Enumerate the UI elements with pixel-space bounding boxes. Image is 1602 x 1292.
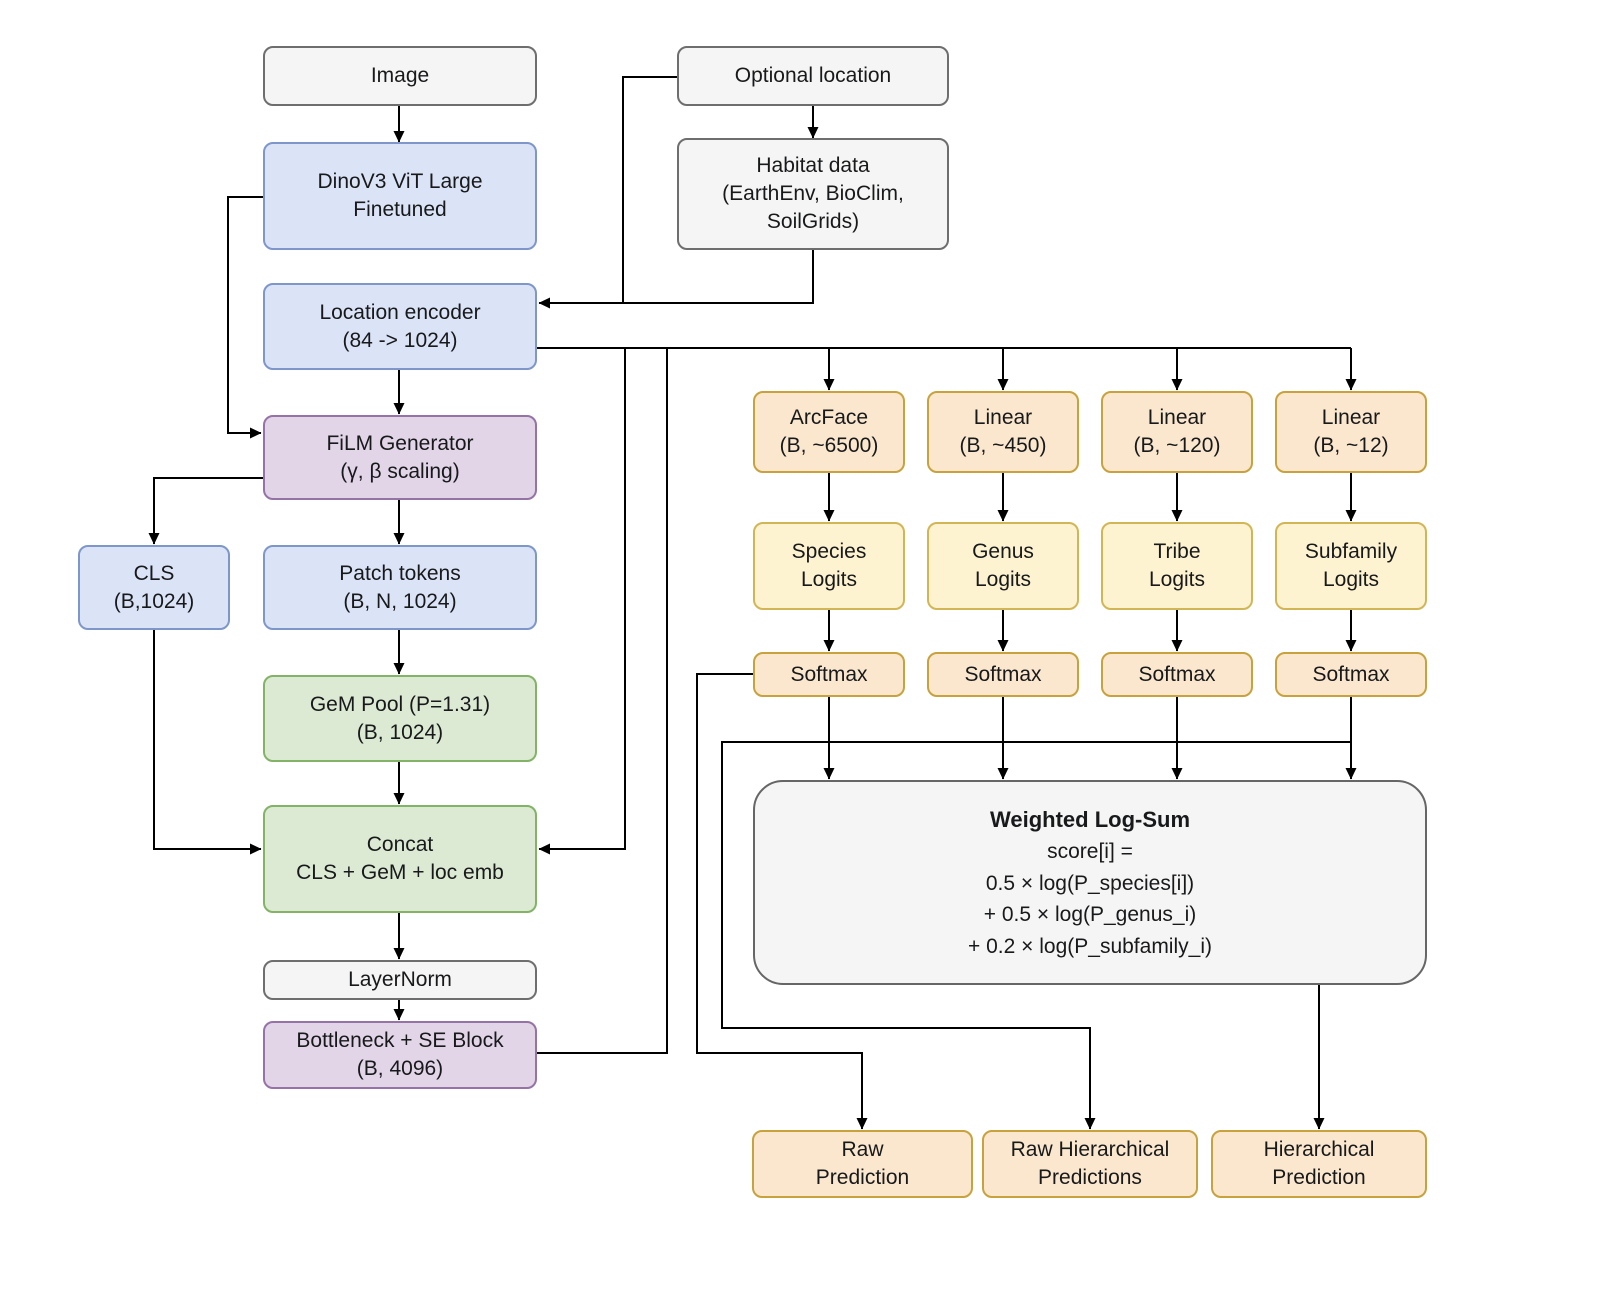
node-weighted-line: score[i] = <box>1047 840 1133 863</box>
node-softmax-species: Softmax <box>753 652 905 697</box>
node-bottleneck-line: (B, 4096) <box>356 1057 444 1080</box>
node-weighted-log-sum: Weighted Log-Sum score[i] = 0.5 × log(P_… <box>753 780 1427 985</box>
node-tribe-head-line: Linear <box>1147 406 1207 430</box>
node-raw-hierarchical-predictions: Raw Hierarchical Predictions <box>982 1130 1198 1198</box>
node-genus-head-line: Linear <box>973 406 1033 430</box>
node-subfamily-head: Linear (B, ~12) <box>1275 391 1427 473</box>
node-species-logits-line: Logits <box>800 568 858 591</box>
node-layernorm: LayerNorm <box>263 960 537 1000</box>
node-location-encoder-line: (84 -> 1024) <box>342 328 458 352</box>
node-location-encoder: Location encoder (84 -> 1024) <box>263 283 537 370</box>
node-location-encoder-line: Location encoder <box>319 300 481 324</box>
edge-softmax-rawprediction <box>696 673 868 1130</box>
node-cls-line: (B,1024) <box>113 589 195 613</box>
node-genus-logits: Genus Logits <box>927 522 1079 610</box>
node-subfamily-logits: Subfamily Logits <box>1275 522 1427 610</box>
node-film-generator: FiLM Generator (γ, β scaling) <box>263 415 537 500</box>
node-softmax-label: Softmax <box>1138 662 1216 686</box>
edge-cls-concat <box>153 630 262 855</box>
node-dinov3-line: DinoV3 ViT Large <box>317 170 483 194</box>
node-weighted-title: Weighted Log-Sum <box>989 807 1191 832</box>
node-optional-location: Optional location <box>677 46 949 106</box>
node-arcface-line: ArcFace <box>789 406 869 430</box>
node-gem-pool: GeM Pool (P=1.31) (B, 1024) <box>263 675 537 762</box>
node-cls: CLS (B,1024) <box>78 545 230 630</box>
node-softmax-label: Softmax <box>790 662 868 686</box>
edge-optional-join <box>622 76 677 303</box>
node-habitat-line: SoilGrids) <box>766 209 860 233</box>
node-weighted-line: + 0.2 × log(P_subfamily_i) <box>968 934 1212 958</box>
node-dinov3: DinoV3 ViT Large Finetuned <box>263 142 537 250</box>
node-tribe-logits: Tribe Logits <box>1101 522 1253 610</box>
edge-bottleneck-riser <box>537 348 668 1054</box>
node-arcface-line: (B, ~6500) <box>779 434 879 457</box>
node-image-label: Image <box>370 64 430 88</box>
node-softmax-genus: Softmax <box>927 652 1079 697</box>
node-optional-location-label: Optional location <box>734 64 892 88</box>
node-hierarchical-prediction: Hierarchical Prediction <box>1211 1130 1427 1198</box>
node-film-line: (γ, β scaling) <box>340 459 460 483</box>
node-weighted-line: + 0.5 × log(P_genus_i) <box>983 903 1197 926</box>
node-tribe-logits-line: Logits <box>1148 568 1206 591</box>
edge-locemb-concat <box>538 348 626 855</box>
node-habitat-line: Habitat data <box>756 154 870 178</box>
node-concat-line: CLS + GeM + loc emb <box>296 861 504 884</box>
node-species-logits: Species Logits <box>753 522 905 610</box>
edge-habitat-locencoder <box>538 250 814 309</box>
node-tribe-head: Linear (B, ~120) <box>1101 391 1253 473</box>
node-film-line: FiLM Generator <box>326 431 474 455</box>
node-genus-logits-line: Logits <box>974 568 1032 591</box>
node-genus-head-line: (B, ~450) <box>959 434 1047 457</box>
node-raw-hierarchical-line: Raw Hierarchical <box>1010 1138 1170 1162</box>
edge-softmax-rawhierarchical <box>721 741 1351 1130</box>
node-raw-prediction-line: Prediction <box>815 1166 910 1189</box>
node-weighted-line: 0.5 × log(P_species[i]) <box>985 871 1195 895</box>
node-subfamily-logits-line: Subfamily <box>1304 540 1398 564</box>
node-raw-hierarchical-line: Predictions <box>1038 1166 1142 1189</box>
node-layernorm-label: LayerNorm <box>348 968 452 992</box>
node-habitat-data: Habitat data (EarthEnv, BioClim, SoilGri… <box>677 138 949 250</box>
node-image: Image <box>263 46 537 106</box>
node-patch-tokens-line: Patch tokens <box>339 561 461 585</box>
node-gem-line: GeM Pool (P=1.31) <box>309 692 491 716</box>
node-patch-tokens: Patch tokens (B, N, 1024) <box>263 545 537 630</box>
edge-dino-film <box>227 196 263 439</box>
node-bottleneck: Bottleneck + SE Block (B, 4096) <box>263 1021 537 1089</box>
node-habitat-line: (EarthEnv, BioClim, <box>722 182 904 206</box>
node-arcface-head: ArcFace (B, ~6500) <box>753 391 905 473</box>
node-cls-line: CLS <box>133 561 175 585</box>
node-tribe-logits-line: Tribe <box>1153 540 1201 564</box>
node-tribe-head-line: (B, ~120) <box>1133 434 1221 457</box>
node-softmax-subfamily: Softmax <box>1275 652 1427 697</box>
node-dinov3-line: Finetuned <box>353 198 447 221</box>
node-subfamily-logits-line: Logits <box>1322 568 1380 591</box>
node-genus-head: Linear (B, ~450) <box>927 391 1079 473</box>
node-hierarchical-line: Prediction <box>1272 1166 1366 1189</box>
node-softmax-label: Softmax <box>964 662 1042 686</box>
node-raw-prediction-line: Raw <box>841 1138 884 1162</box>
node-softmax-label: Softmax <box>1312 662 1390 686</box>
node-hierarchical-line: Hierarchical <box>1263 1138 1375 1162</box>
node-subfamily-head-line: (B, ~12) <box>1313 434 1389 457</box>
node-subfamily-head-line: Linear <box>1321 406 1381 430</box>
node-concat-line: Concat <box>366 833 434 857</box>
node-patch-tokens-line: (B, N, 1024) <box>343 589 457 613</box>
edge-film-cls <box>148 477 263 545</box>
node-concat: Concat CLS + GeM + loc emb <box>263 805 537 913</box>
node-raw-prediction: Raw Prediction <box>752 1130 973 1198</box>
node-genus-logits-line: Genus <box>972 540 1034 564</box>
node-species-logits-line: Species <box>791 540 867 564</box>
node-softmax-tribe: Softmax <box>1101 652 1253 697</box>
node-gem-line: (B, 1024) <box>356 720 444 744</box>
node-bottleneck-line: Bottleneck + SE Block <box>296 1029 504 1053</box>
